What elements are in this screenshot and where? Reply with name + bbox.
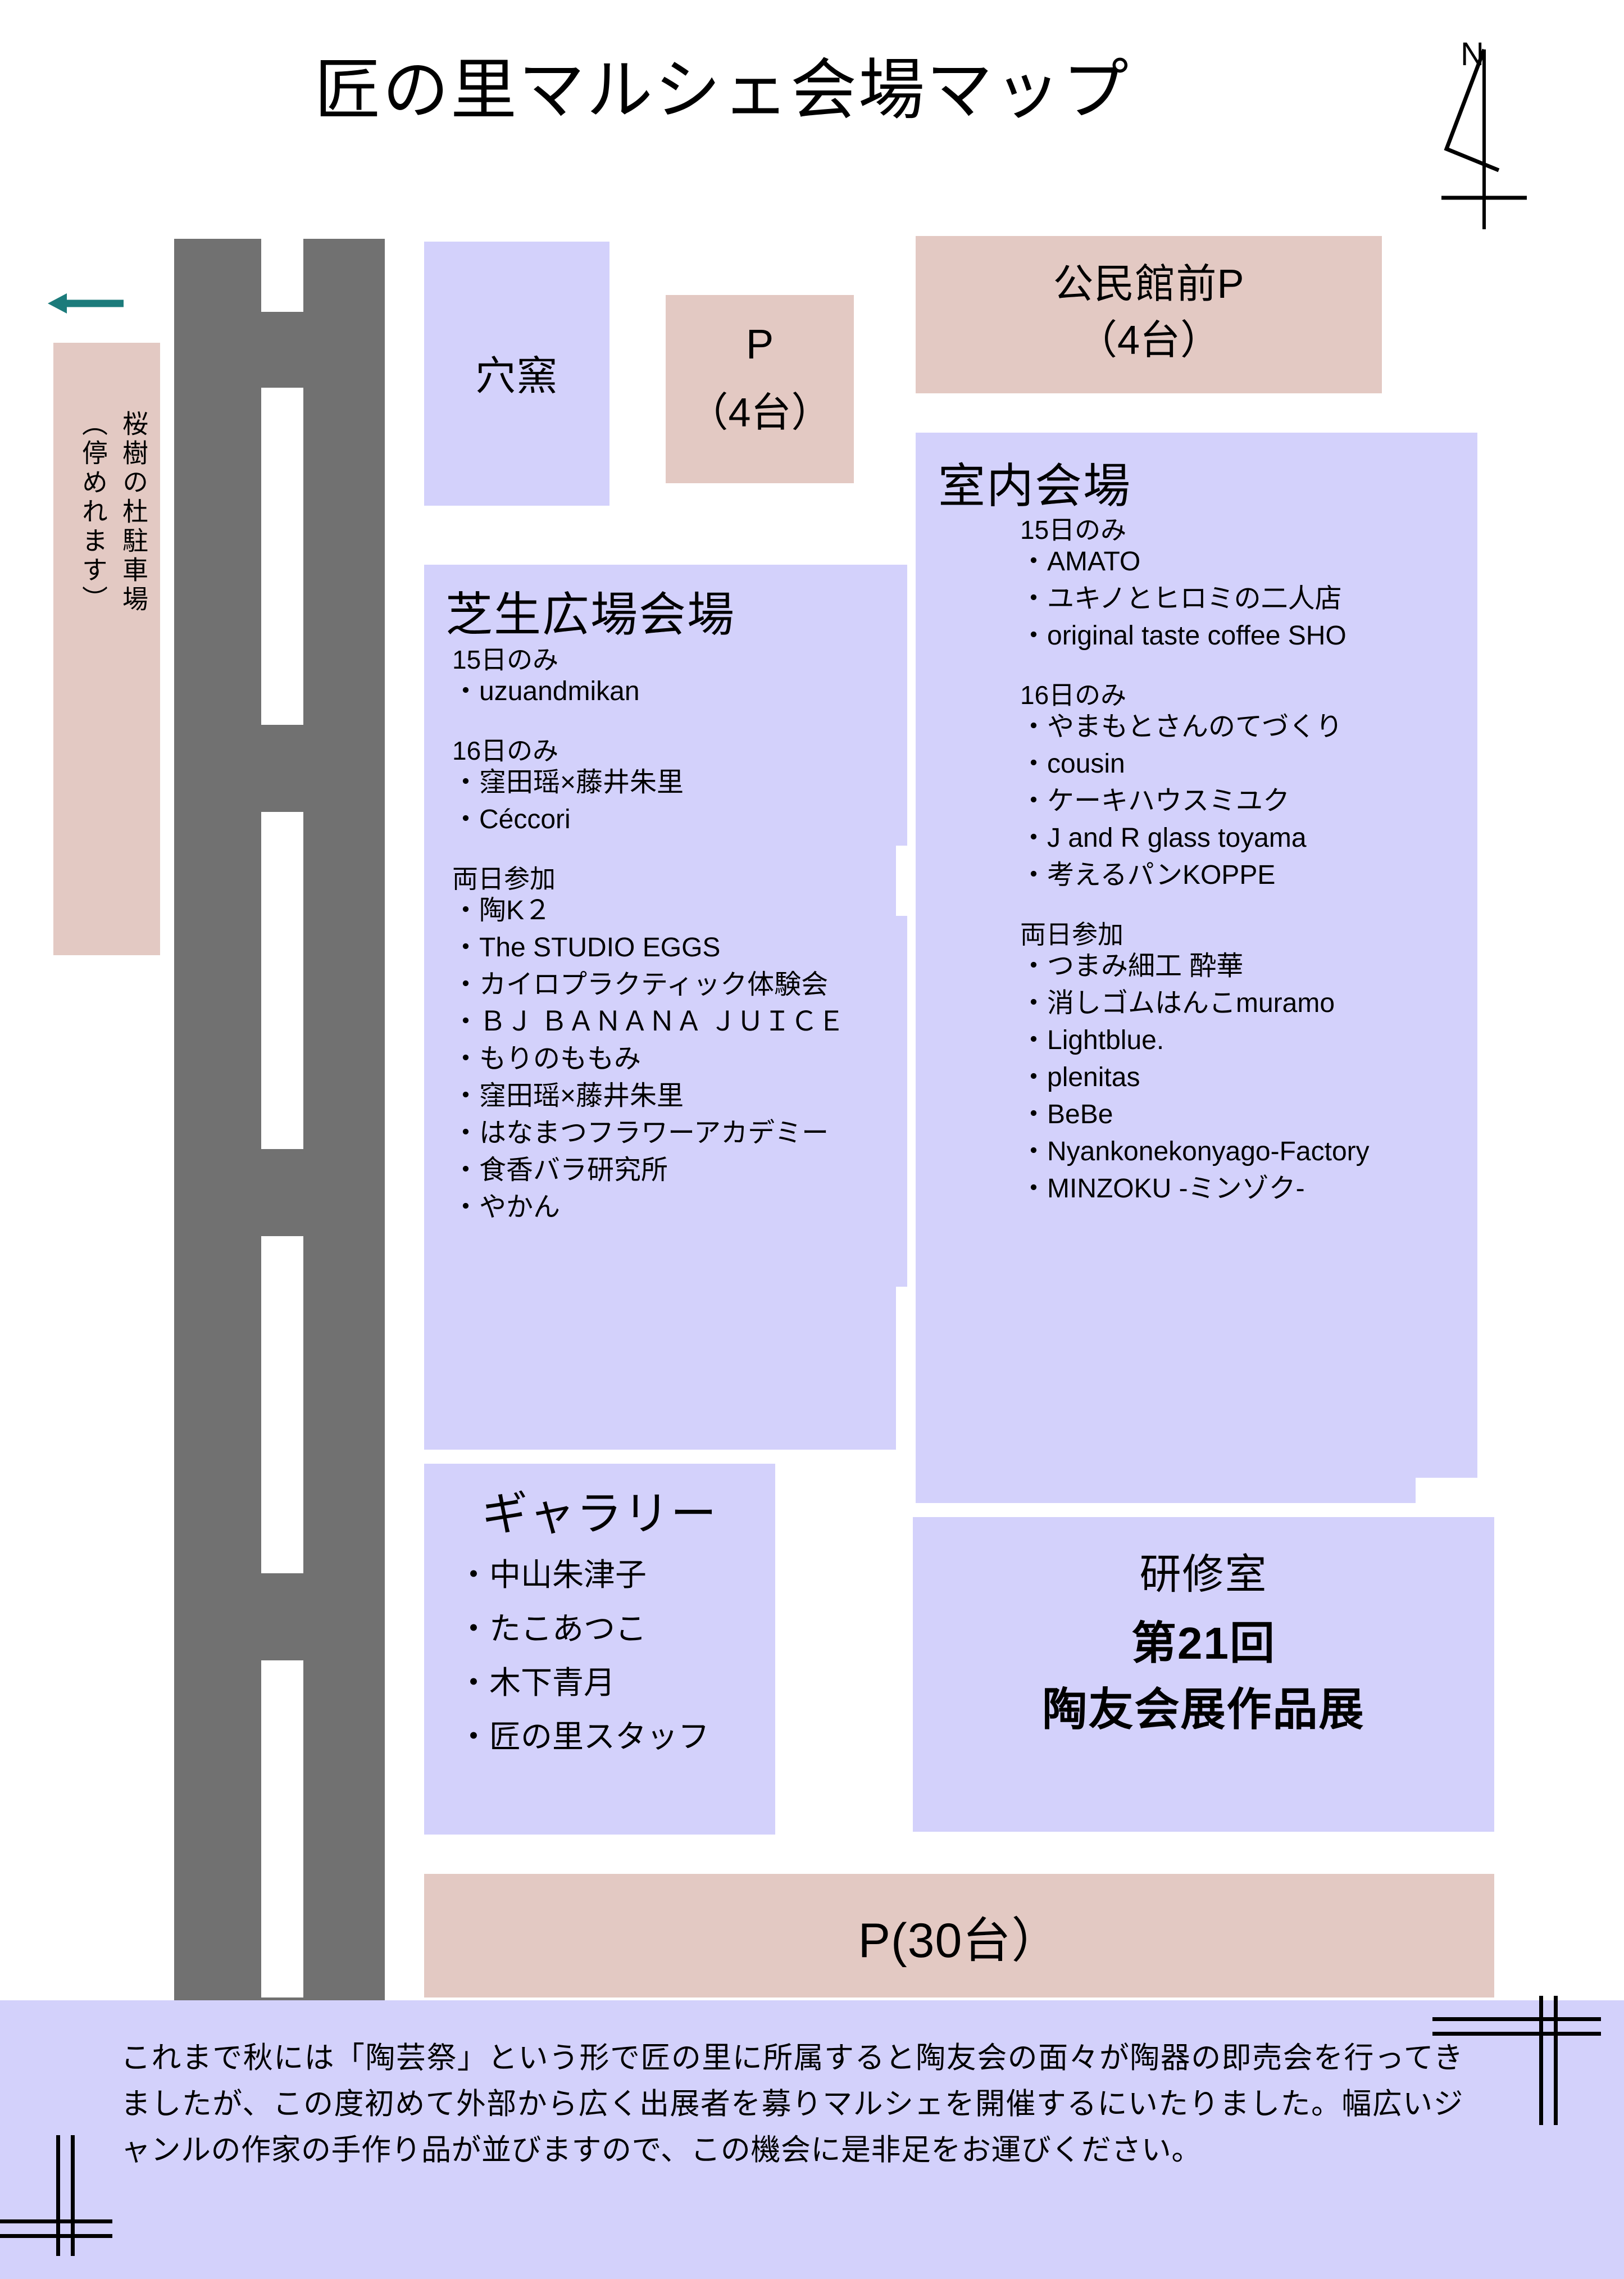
lawn-venue-block: 芝生広場会場 15日のみ・uzuandmikan 16日のみ・窪田瑶×藤井朱里・C… — [424, 565, 896, 1450]
kouminkan-parking-capacity: （4台） — [1076, 318, 1221, 363]
list-group-label: 16日のみ — [1020, 680, 1127, 710]
list-item: ・もりのももみ — [452, 1044, 642, 1074]
list-item: ・Lightblue. — [1020, 1025, 1164, 1055]
training-room-block: 研修室 第21回 陶友会展作品展 — [913, 1517, 1494, 1832]
list-item: ・plenitas — [1020, 1063, 1140, 1092]
left-parking-name: 桜樹の杜駐車場 — [119, 410, 148, 615]
list-item: ・uzuandmikan — [452, 677, 640, 706]
anagama-label: 穴窯 — [475, 354, 558, 399]
training-room-label: 研修室 — [1139, 1551, 1268, 1597]
list-item: ・やかん — [452, 1192, 561, 1222]
list-item: ・食香バラ研究所 — [452, 1155, 668, 1185]
arrow-left-icon — [48, 293, 124, 314]
list-item: ・ユキノとヒロミの二人店 — [1020, 584, 1342, 614]
list-item: ・cousin — [1020, 749, 1125, 779]
list-group-spacer — [1020, 899, 1370, 921]
list-group-label: 16日のみ — [452, 736, 559, 765]
list-item: ・ケーキハウスミユク — [1020, 786, 1290, 816]
indoor-venue-step — [916, 1478, 1416, 1503]
bottom-parking-label: P(30台） — [858, 1914, 1061, 1968]
list-item: ・考えるパンKOPPE — [1020, 860, 1276, 890]
list-item: ・匠の里スタッフ — [458, 1719, 709, 1754]
list-group-label: 両日参加 — [452, 864, 556, 893]
indoor-venue-list: 15日のみ・AMATO ・ユキノとヒロミの二人店・original taste c… — [1020, 517, 1370, 1213]
list-item: ・original taste coffee SHO — [1020, 621, 1346, 651]
kouminkan-parking-block: 公民館前P （4台） — [916, 236, 1382, 393]
training-room-exhibition: 陶友会展作品展 — [1042, 1685, 1365, 1735]
anagama-kiln-block: 穴窯 — [424, 242, 609, 506]
footer-description: これまで秋には「陶芸祭」という形で匠の里に所属すると陶友会の面々が陶器の即売会を… — [121, 2041, 1463, 2167]
list-item: ・木下青月 — [458, 1665, 615, 1700]
kouminkan-parking-name: 公民館前P — [1053, 262, 1245, 307]
indoor-venue-block: 室内会場 15日のみ・AMATO ・ユキノとヒロミの二人店・original ta… — [916, 433, 1477, 1478]
gallery-heading: ギャラリー — [481, 1488, 718, 1540]
footer-block: これまで秋には「陶芸祭」という形で匠の里に所属すると陶友会の面々が陶器の即売会を… — [0, 1996, 1624, 2279]
lawn-venue-list: 15日のみ・uzuandmikan 16日のみ・窪田瑶×藤井朱里・Céccori 両… — [452, 647, 845, 1231]
list-item: ・Céccori — [452, 805, 571, 834]
bottom-parking-block: P(30台） — [424, 1874, 1494, 1997]
list-item: ・たこあつこ — [458, 1611, 647, 1646]
list-item: ・MINZOKU -ミンゾク- — [1020, 1174, 1305, 1204]
list-item: ・つまみ細工 酔華 — [1020, 951, 1244, 981]
list-group-spacer — [452, 715, 845, 738]
list-item: ・陶K２ — [452, 896, 552, 925]
training-room-edition: 第21回 — [1131, 1618, 1276, 1668]
list-group-label: 15日のみ — [1020, 515, 1127, 544]
list-group-label: 両日参加 — [1020, 920, 1123, 949]
gallery-block: ギャラリー ・中山朱津子・たこあつこ・木下青月・匠の里スタッフ — [424, 1464, 775, 1835]
list-item: ・中山朱津子 — [458, 1557, 647, 1592]
list-item: ・Nyankonekonyago-Factory — [1020, 1137, 1370, 1166]
list-item: ・窪田瑶×藤井朱里 — [452, 1081, 684, 1111]
list-group-spacer — [1020, 660, 1370, 682]
list-item: ・AMATO — [1020, 547, 1141, 576]
parking-4-block: P （4台） — [666, 295, 854, 483]
north-arrow-icon — [1441, 48, 1527, 229]
list-item: ・The STUDIO EGGS — [452, 933, 721, 963]
page-title: 匠の里マルシェ会場マップ — [315, 53, 1131, 128]
list-group-label: 15日のみ — [452, 645, 559, 674]
list-item: ・ＢＪ ＢＡＮＡＮＡ ＪＵＩＣＥ — [452, 1007, 845, 1037]
list-group-spacer — [452, 843, 845, 866]
left-parking-block: 桜樹の杜駐車場 （停めれます） — [53, 343, 160, 955]
parking-4-letter: P — [745, 321, 774, 367]
list-item: ・はなまつフラワーアカデミー — [452, 1118, 829, 1148]
corner-decoration-bottom-left — [0, 2135, 124, 2279]
list-item: ・J and R glass toyama — [1020, 823, 1307, 853]
gallery-list: ・中山朱津子・たこあつこ・木下青月・匠の里スタッフ — [458, 1559, 709, 1775]
list-item: ・やまもとさんのてづくり — [1020, 712, 1343, 742]
parking-4-capacity: （4台） — [688, 391, 832, 435]
road — [174, 239, 385, 2031]
list-item: ・BeBe — [1020, 1100, 1113, 1129]
list-item: ・消しゴムはんこmuramo — [1020, 988, 1335, 1018]
list-item: ・カイロプラクティック体験会 — [452, 970, 829, 1000]
left-parking-note: （停めれます） — [79, 410, 108, 615]
indoor-venue-heading: 室内会場 — [938, 460, 1132, 512]
corner-decoration-top-right — [1432, 1996, 1624, 2169]
lawn-venue-heading: 芝生広場会場 — [445, 588, 736, 641]
list-item: ・窪田瑶×藤井朱里 — [452, 768, 684, 797]
